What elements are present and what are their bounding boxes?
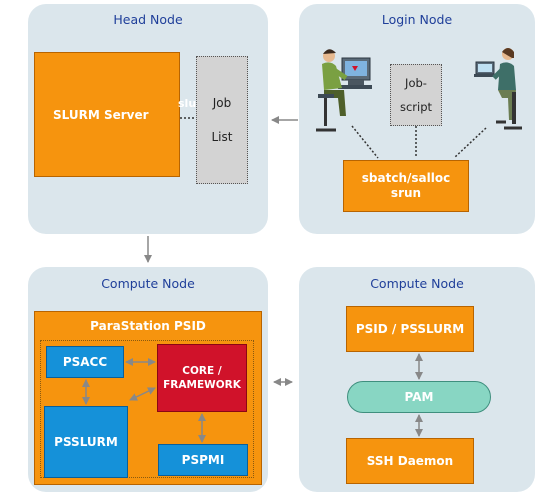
user-with-laptop-icon <box>474 48 522 130</box>
psid-psslurm-label: PSID / PSSLURM <box>355 322 465 336</box>
core-label: CORE / <box>182 365 222 377</box>
ssh-daemon-box: SSH Daemon <box>346 438 474 484</box>
job-list-label-1: Job <box>212 96 232 110</box>
job-script-box: Job- script <box>390 64 442 126</box>
pam-label: PAM <box>404 390 434 404</box>
slurm-server-label-overlap: slu <box>178 97 197 110</box>
framework-label: FRAMEWORK <box>163 379 241 391</box>
job-script-label-2: script <box>399 100 433 114</box>
compute-node-right-title: Compute Node <box>370 276 464 291</box>
psacc-label: PSACC <box>62 355 108 369</box>
psslurm-box: PSSLURM <box>44 406 128 478</box>
user-at-desk-icon <box>316 49 372 132</box>
psid-psslurm-box: PSID / PSSLURM <box>346 306 474 352</box>
compute-node-left-title: Compute Node <box>101 276 195 291</box>
slurm-server-label: SLURM Server <box>53 107 149 122</box>
sbatch-label: sbatch/salloc <box>361 171 451 185</box>
psid-inner-border <box>40 340 254 478</box>
core-framework-box: CORE / FRAMEWORK <box>157 344 247 412</box>
parastation-psid-label: ParaStation PSID <box>90 319 206 333</box>
psacc-box: PSACC <box>46 346 124 378</box>
slurm-server-box: SLURM Server <box>34 52 180 177</box>
pam-box: PAM <box>347 381 491 413</box>
ssh-daemon-label: SSH Daemon <box>366 454 454 468</box>
sbatch-srun-box: sbatch/salloc srun <box>343 160 469 212</box>
job-list-box: Job List <box>196 56 248 184</box>
job-script-label-1: Job- <box>405 76 427 90</box>
srun-label: srun <box>390 186 422 200</box>
login-node-title: Login Node <box>381 12 453 27</box>
job-list-label-2: List <box>211 130 233 144</box>
head-node-title: Head Node <box>113 12 183 27</box>
pspmi-box: PSPMI <box>158 444 248 476</box>
pspmi-label: PSPMI <box>181 453 225 467</box>
psslurm-label: PSSLURM <box>54 435 118 449</box>
